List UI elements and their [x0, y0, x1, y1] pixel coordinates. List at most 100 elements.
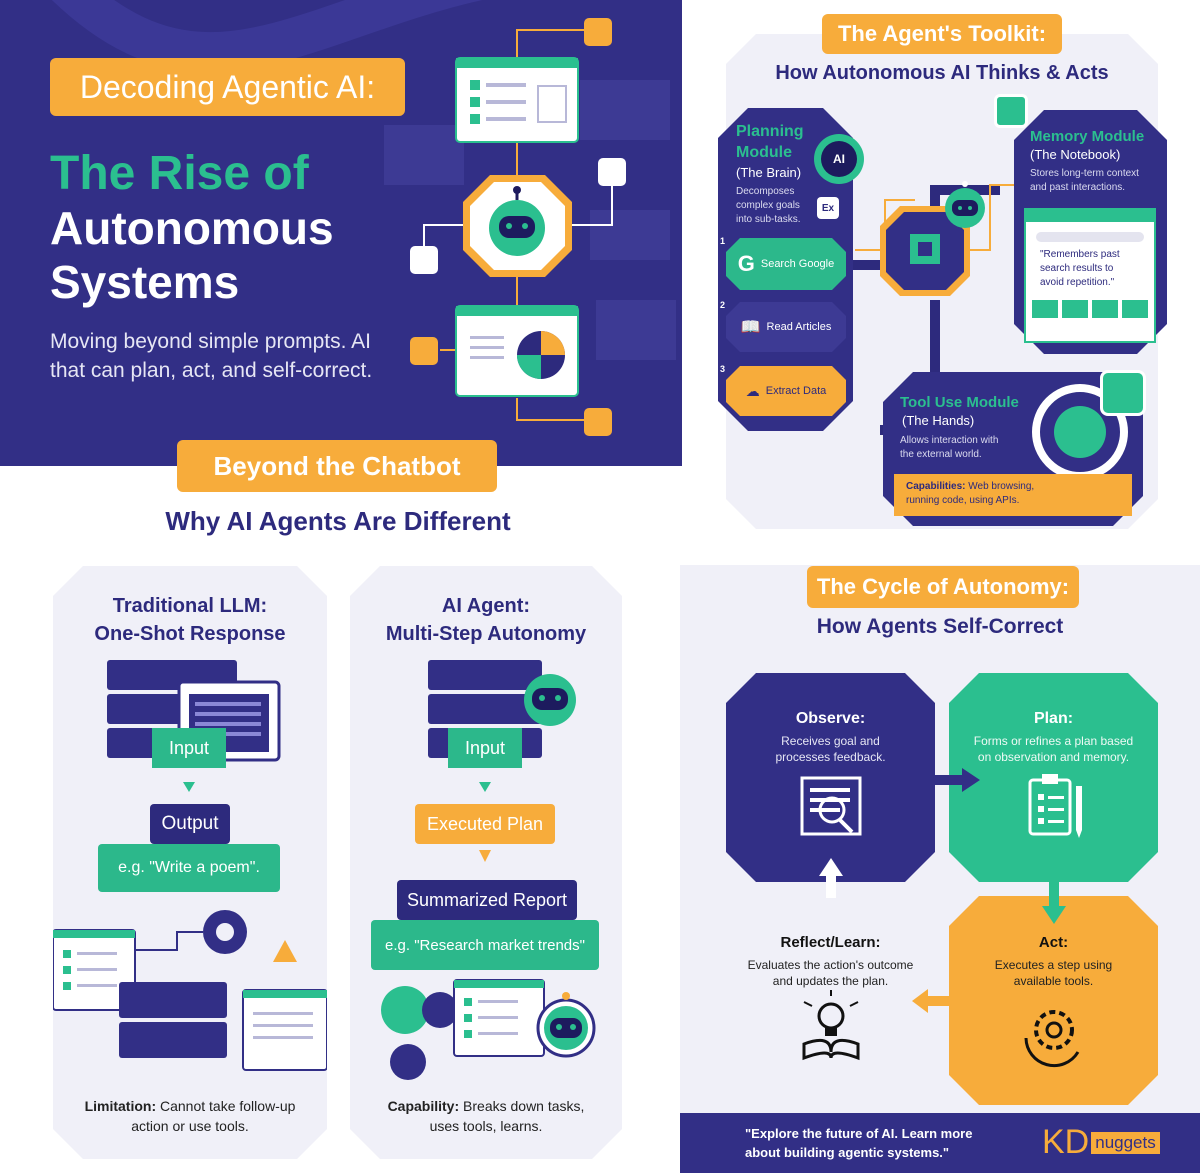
hero-decoration — [52, 0, 676, 436]
hero-tag: Decoding Agentic AI: — [50, 58, 405, 116]
kdnuggets-logo: KD nuggets — [1042, 1124, 1160, 1160]
tool-cap-line2: running code, using APIs. — [906, 495, 1020, 506]
step-num-1: 1 — [720, 236, 726, 246]
hero-title-line3: Systems — [50, 256, 240, 308]
act-line2: available tools. — [1013, 974, 1094, 988]
planning-desc-line1: Decomposes — [736, 186, 795, 197]
llm-limit-line2: action or use tools. — [131, 1118, 249, 1134]
logo-nuggets: nuggets — [1091, 1132, 1160, 1154]
act-title: Act: — [1038, 934, 1069, 951]
observe-line2: processes feedback. — [775, 750, 886, 764]
step-num-2: 2 — [720, 300, 726, 310]
step-extract-data: ☁ Extract Data — [726, 366, 846, 416]
reflect-line2: and updates the plan. — [772, 974, 889, 988]
agent-title-line1: AI Agent: — [441, 595, 531, 617]
notebook-icon — [994, 94, 1028, 128]
cycle-subtitle: How Agents Self-Correct — [816, 615, 1064, 638]
planning-sub: (The Brain) — [736, 165, 802, 180]
act-gear-icon — [1024, 1010, 1080, 1068]
tool-capabilities: Capabilities: Web browsing, running code… — [894, 474, 1132, 516]
tool-desc-line1: Allows interaction with — [900, 435, 999, 446]
llm-title-line1: Traditional LLM: — [112, 595, 268, 617]
robot-icon — [463, 175, 572, 277]
tool-cap-label: Capabilities: — [906, 481, 966, 492]
plan-title: Plan: — [1033, 710, 1074, 727]
llm-title-line2: One-Shot Response — [94, 623, 286, 645]
beyond-subtitle: Why AI Agents Are Different — [165, 506, 511, 536]
memory-quote-line2: search results to — [1040, 263, 1114, 274]
tool-desc-line2: the external world. — [900, 449, 982, 460]
agent-illustration — [381, 660, 596, 1080]
planning-desc-line2: complex goals — [736, 200, 800, 211]
memory-notebook-card: "Remembers past search results to avoid … — [1024, 208, 1156, 343]
memory-desc-line1: Stores long-term context — [1030, 168, 1139, 179]
llm-input-box: Input — [152, 728, 226, 768]
footer-line2: about building agentic systems." — [745, 1145, 950, 1160]
act-line1: Executes a step using — [994, 958, 1113, 972]
tool-sub: (The Hands) — [902, 413, 975, 428]
agent-cap-line1: Breaks down tasks, — [459, 1098, 585, 1114]
reflect-line1: Evaluates the action's outcome — [747, 958, 914, 972]
ai-badge-label: AI — [821, 141, 857, 177]
checklist-window-icon — [455, 57, 579, 143]
step-num-3: 3 — [720, 364, 726, 374]
tool-title: Tool Use Module — [900, 394, 1019, 411]
planning-title-line1: Planning — [736, 123, 804, 140]
step-read-articles: 📖 Read Articles — [726, 302, 846, 352]
observe-document-icon — [800, 776, 862, 836]
llm-limitation: Limitation: Cannot take follow-up action… — [60, 1096, 320, 1136]
reflect-lightbulb-book-icon — [802, 990, 860, 1061]
step-extract-label: Extract Data — [765, 385, 827, 397]
hero-subtitle-line2: that can plan, act, and self-correct. — [50, 359, 373, 382]
observe-title: Observe: — [795, 710, 866, 727]
agent-title-line2: Multi-Step Autonomy — [385, 623, 587, 645]
chip-robot-icon — [880, 181, 985, 296]
ai-badge-icon: AI — [814, 134, 864, 184]
agent-input-box: Input — [448, 728, 522, 768]
agent-cap-line2: uses tools, learns. — [429, 1118, 543, 1134]
step-read-label: Read Articles — [766, 321, 832, 333]
reflect-box — [726, 896, 935, 1105]
planning-title-line2: Module — [736, 144, 792, 161]
hero-subtitle-line1: Moving beyond simple prompts. AI — [50, 330, 371, 353]
agent-example-box: e.g. "Research market trends" — [371, 920, 599, 970]
step-search-google: G Search Google — [726, 238, 846, 290]
pie-chart-window-icon — [455, 305, 579, 397]
google-icon: G — [737, 251, 755, 276]
ex-badge: Ex — [817, 197, 839, 219]
act-box — [949, 896, 1158, 1105]
agent-capability: Capability: Breaks down tasks, uses tool… — [356, 1096, 616, 1136]
observe-line1: Receives goal and — [781, 734, 880, 748]
folder-icons — [1032, 300, 1148, 318]
logo-kd: KD — [1042, 1123, 1090, 1161]
toolkit-tag: The Agent's Toolkit: — [822, 14, 1062, 54]
hero-banner: Decoding Agentic AI: The Rise of Autonom… — [0, 0, 682, 466]
plan-clipboard-icon — [1028, 774, 1082, 838]
agent-plan-box: Executed Plan — [415, 804, 555, 844]
memory-quote-line3: avoid repetition." — [1040, 277, 1115, 288]
plan-line1: Forms or refines a plan based — [973, 734, 1134, 748]
beyond-tag: Beyond the Chatbot — [177, 440, 497, 492]
memory-search-bar — [1036, 232, 1144, 242]
memory-title: Memory Module — [1030, 128, 1145, 145]
step-search-label: Search Google — [760, 258, 835, 270]
hand-icon — [1100, 370, 1146, 416]
memory-sub: (The Notebook) — [1030, 147, 1121, 162]
cycle-graphics — [800, 768, 1082, 1068]
llm-limit-line1: Cannot take follow-up — [156, 1098, 296, 1114]
book-icon: 📖 — [740, 319, 761, 336]
llm-example-box: e.g. "Write a poem". — [98, 844, 280, 892]
hero-title-line2: Autonomous — [50, 202, 334, 254]
cloud-icon: ☁ — [745, 382, 760, 399]
reflect-title: Reflect/Learn: — [780, 934, 881, 951]
agent-cap-label: Capability: — [387, 1098, 460, 1114]
toolkit-subtitle: How Autonomous AI Thinks & Acts — [775, 62, 1109, 84]
llm-limit-label: Limitation: — [84, 1098, 157, 1114]
agent-report-box: Summarized Report — [397, 880, 577, 920]
memory-quote-line1: "Remembers past — [1040, 249, 1120, 260]
memory-desc-line2: and past interactions. — [1030, 182, 1126, 193]
tool-cap-line1: Web browsing, — [965, 481, 1035, 492]
planning-desc-line3: into sub-tasks. — [736, 214, 801, 225]
hero-node-orange — [584, 18, 612, 46]
hero-title-line1: The Rise of — [50, 147, 309, 200]
